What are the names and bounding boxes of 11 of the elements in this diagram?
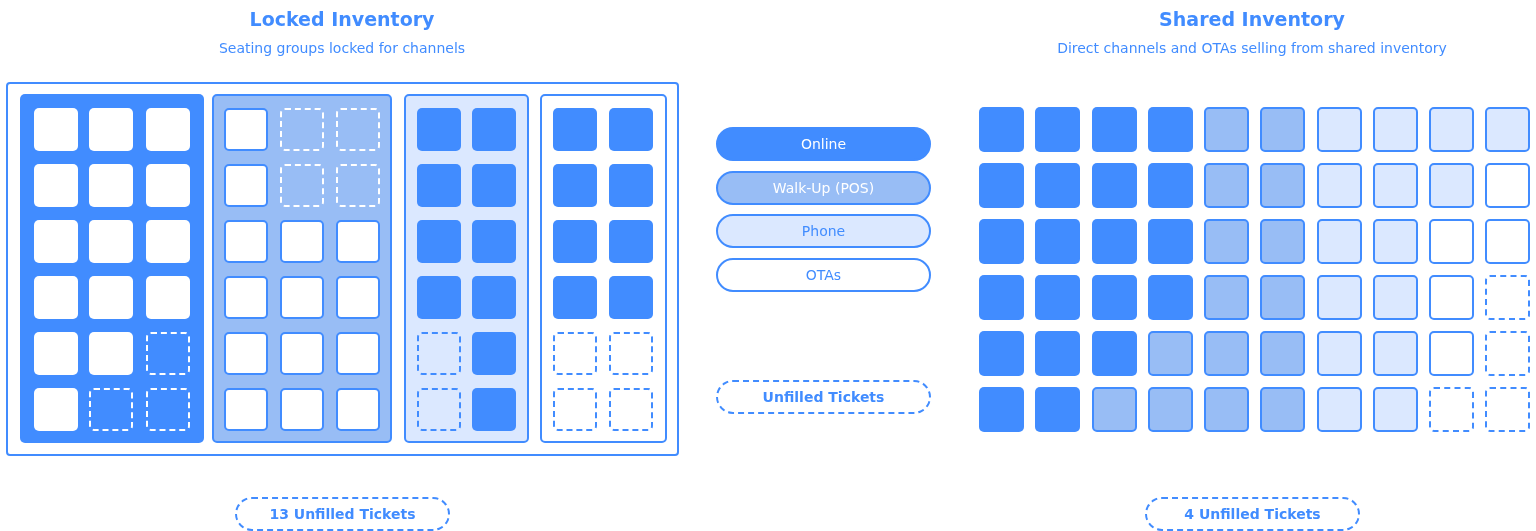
legend-key: Phone	[716, 214, 931, 248]
legend-key: Online	[716, 127, 931, 161]
legend-key: OTAs	[716, 258, 931, 292]
unfilled-count-pill: 4 Unfilled Tickets	[1145, 497, 1360, 531]
section-heading: Locked Inventory	[248, 8, 436, 30]
section-subtitle: Seating groups locked for channels	[217, 40, 467, 56]
legend-key: Unfilled Tickets	[716, 380, 931, 414]
section-heading: Shared Inventory	[1158, 8, 1346, 30]
legend-key: Walk-Up (POS)	[716, 171, 931, 205]
unfilled-count-pill: 13 Unfilled Tickets	[235, 497, 450, 531]
section-subtitle: Direct channels and OTAs selling from shared inventory	[1056, 40, 1448, 56]
